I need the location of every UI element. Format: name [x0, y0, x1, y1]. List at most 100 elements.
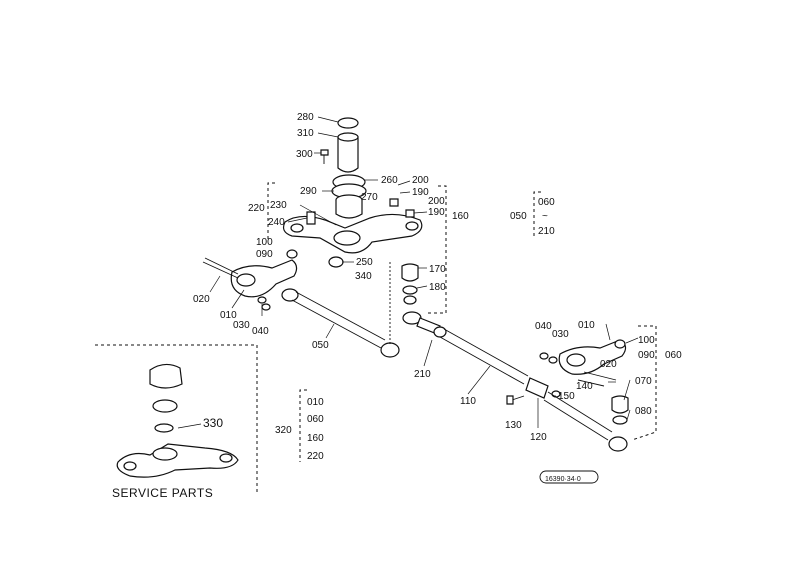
tie-rod-end-left-outer — [281, 288, 299, 302]
leader-200a — [397, 180, 411, 186]
label-090b: 090 — [638, 350, 655, 361]
drawing-code: 16390·34·0 — [545, 476, 581, 483]
label-230: 230 — [270, 200, 287, 211]
leader-190a — [399, 191, 411, 194]
leader-100b — [625, 337, 639, 344]
nut-200-a — [389, 198, 399, 207]
leader-240 — [287, 217, 308, 223]
label-060: 060 — [665, 350, 682, 361]
nut-040-right — [539, 352, 549, 360]
leader-lines — [209, 116, 639, 428]
label-260: 260 — [381, 175, 398, 186]
ring-080 — [612, 415, 628, 425]
leader-180 — [416, 285, 428, 289]
label-090a: 090 — [256, 249, 273, 260]
group-050: 050 060 ~ 210 — [510, 197, 555, 237]
label-270: 270 — [361, 192, 378, 203]
tie-rod-110-right-top — [547, 391, 613, 433]
label-220: 220 — [248, 203, 265, 214]
label-010b: 010 — [578, 320, 595, 331]
group-050-label: 050 — [510, 211, 527, 222]
bolt-020-left — [202, 261, 239, 279]
label-310: 310 — [297, 128, 314, 139]
label-190a: 190 — [412, 187, 429, 198]
group-320-item-0: 010 — [307, 397, 324, 408]
center-arm-left-hole — [290, 223, 304, 233]
leader-210 — [423, 339, 433, 367]
bracket-320 — [299, 389, 307, 462]
label-120: 120 — [530, 432, 547, 443]
knuckle-arm-010-left — [230, 259, 298, 298]
label-020a: 020 — [193, 294, 210, 305]
king-pin-assembly — [320, 117, 367, 219]
label-300: 300 — [296, 149, 313, 160]
leader-330 — [177, 423, 202, 429]
nut-040-left — [261, 303, 271, 311]
cap-280 — [337, 117, 359, 129]
leader-190b — [413, 211, 428, 214]
bolt-130 — [511, 395, 525, 401]
drawing-code-stamp: 16390·34·0 — [539, 470, 599, 484]
group-050-item-1: ~ — [542, 211, 548, 222]
bolt-130-head — [506, 395, 514, 405]
service-pin — [149, 363, 183, 389]
sleeve — [335, 200, 363, 219]
service-parts-border — [95, 344, 258, 495]
nut-090-right — [614, 339, 626, 349]
label-340: 340 — [355, 271, 372, 282]
label-100a: 100 — [256, 237, 273, 248]
boot-070 — [611, 395, 629, 414]
boot-170 — [401, 263, 419, 282]
label-020b: 020 — [600, 359, 617, 370]
label-100b: 100 — [638, 335, 655, 346]
ring-180 — [402, 285, 418, 295]
tie-rod-110-right-bottom — [543, 399, 609, 441]
label-040b: 040 — [535, 321, 552, 332]
tie-rod-left — [281, 262, 400, 358]
bushing-240 — [306, 211, 316, 225]
knuckle-arm-hole-left — [236, 273, 256, 287]
label-030b: 030 — [552, 329, 569, 340]
group-050-item-0: 060 — [538, 197, 555, 208]
label-150: 150 — [558, 391, 575, 402]
service-arm-hole-left — [123, 461, 137, 471]
leader-230 — [299, 204, 337, 226]
drawing-code-frame — [539, 470, 599, 484]
group-320-item-1: 060 — [307, 414, 324, 425]
label-040a: 040 — [252, 326, 269, 337]
bolt-300 — [320, 149, 329, 156]
service-parts-title: SERVICE PARTS — [112, 486, 213, 500]
washer-030-right — [548, 356, 558, 364]
service-arm-hub — [152, 447, 178, 461]
leader-070 — [623, 379, 631, 401]
leader-080 — [626, 409, 631, 421]
group-brackets — [267, 182, 657, 462]
washer-030-left — [257, 296, 267, 304]
label-030a: 030 — [233, 320, 250, 331]
label-110: 110 — [460, 396, 476, 407]
leader-110 — [467, 365, 491, 395]
nut-090-left — [286, 249, 298, 259]
service-arm-hole-right — [219, 453, 233, 463]
label-210a: 210 — [414, 369, 431, 380]
tie-rod-110-left-end — [433, 326, 447, 338]
group-320-item-2: 160 — [307, 433, 324, 444]
nut-200-b — [405, 209, 415, 218]
label-240: 240 — [268, 217, 285, 228]
seal-330 — [154, 423, 174, 433]
left-knuckle-arm — [202, 249, 298, 311]
label-070: 070 — [635, 376, 652, 387]
ring-180-b — [403, 295, 417, 305]
tie-rod-right — [433, 326, 628, 452]
leader-050 — [325, 323, 335, 339]
label-050a: 050 — [312, 340, 329, 351]
center-arm-hub — [333, 230, 361, 246]
group-050-item-2: 210 — [538, 226, 555, 237]
label-290: 290 — [300, 186, 317, 197]
label-130: 130 — [505, 420, 522, 431]
bushing-250 — [328, 256, 344, 268]
bracket-060-right — [631, 325, 657, 441]
leader-280 — [317, 116, 339, 123]
label-190b: 190 — [428, 207, 445, 218]
